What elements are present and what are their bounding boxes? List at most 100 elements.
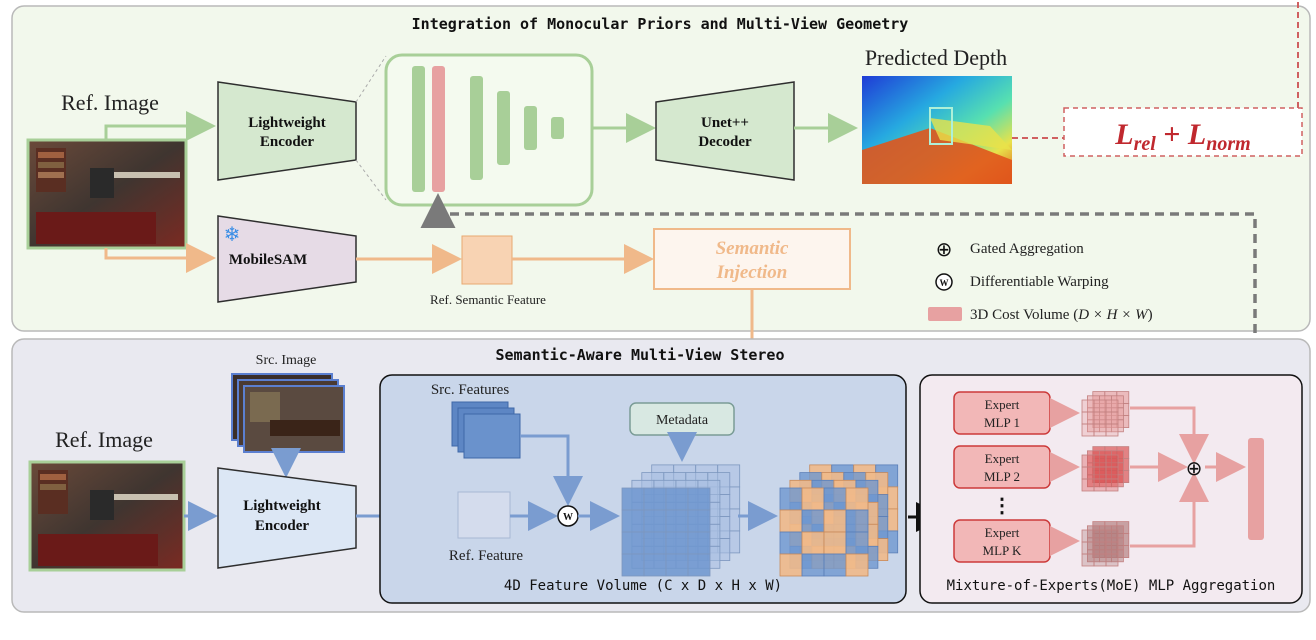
expert-mlp-1: Expert MLP 1 [953,391,1051,435]
ecube-1-cell [1081,411,1095,425]
ecube-1-cell [1111,419,1124,433]
expert-k-line-2: MLP K [983,543,1022,558]
semantic-volume-cell [823,487,847,511]
feature-volume-cell [687,531,711,555]
bottom-encoder-label-2: Encoder [255,518,310,534]
ecube-2-cell [1111,474,1124,488]
bottom-panel-title: Semantic-Aware Multi-View Stereo [496,346,785,364]
pink-arrow-cubek-to-agg [1130,472,1209,548]
legend-gated-label: Gated Aggregation [970,241,1084,257]
ecube-2-cell [1081,478,1095,492]
ecube-k-cell [1093,541,1107,555]
feature-volume-cell [643,531,667,555]
loss-l1: L [1114,118,1133,151]
decoder-label-2: Decoder [698,134,752,150]
semantic-injection-label-2: Injection [716,262,788,283]
bottom-ref-image [28,460,186,572]
loss-sub-rel: rel [1134,133,1157,155]
semantic-volume-cell [779,509,803,533]
ref-feature-label: Ref. Feature [449,548,523,564]
semantic-volume-cell [845,531,869,555]
semantic-volume-cell [801,509,825,533]
legend-cost-volume-math: D × H × W [1077,307,1149,323]
feature-volume-cell [665,553,689,577]
ecube-k-cell [1111,549,1124,563]
semantic-volume-cell [801,553,825,577]
top-ref-image [26,138,188,250]
metadata-label: Metadata [656,413,709,428]
legend: ⊕ Gated Aggregation W Differentiable War… [928,237,1153,323]
src-image-label: Src. Image [256,353,317,368]
predicted-depth-image [862,76,1012,184]
ecube-k-cell [1105,553,1119,567]
ecube-1-cell [1093,411,1107,425]
gated-aggregation-icon: ⊕ [1186,456,1203,480]
feature-volume-cell [621,509,645,533]
feature-volume-cell [621,553,645,577]
src-features-stack [451,401,521,459]
ecube-2-cell [1093,478,1107,492]
feature-volume-cell [643,487,667,511]
loss-expression: Lrel + Lnorm [1114,118,1250,155]
mobilesam-label: MobileSAM [229,252,307,268]
ref-semantic-feature-box [461,235,513,285]
cost-volume-output [1248,438,1264,540]
feature-volume-cell [665,509,689,533]
semantic-volume-cube [779,464,899,577]
semantic-volume-cell [845,553,869,577]
ecube-2-cell [1105,478,1119,492]
feature-volume-cell [643,553,667,577]
ecube-2-cell [1093,454,1107,468]
legend-cost-volume-swatch [928,307,962,321]
ecube-1-cell [1093,423,1107,437]
pyramid-bar-cost [432,66,445,192]
top-encoder-label-1: Lightweight [248,115,326,131]
feature-volume-cube [621,464,741,577]
legend-cost-volume-text: 3D Cost Volume ( [970,307,1078,323]
src-image-stack [231,373,345,453]
ecube-2-cell [1081,454,1095,468]
pyramid-bar-5 [551,117,564,139]
pink-arrow-cube1-to-agg [1130,406,1209,464]
loss-box [1063,107,1303,157]
semantic-injection-label-1: Semantic [716,238,789,259]
feature-volume-cell [665,487,689,511]
top-panel-title: Integration of Monocular Priors and Mult… [412,15,909,33]
expert-1-line-1: Expert [985,397,1020,412]
ecube-1-cell [1081,423,1095,437]
blue-arrow-src-to-warp [520,434,583,506]
zoom-line-bottom [355,159,387,201]
src-features-label: Src. Features [431,382,509,398]
experts-ellipsis: ⋮ [992,495,1012,517]
feature-volume-cell [687,487,711,511]
top-encoder-label-2: Encoder [260,134,315,150]
legend-cost-volume-label: 3D Cost Volume (D × H × W) [970,307,1153,323]
semantic-volume-cell [779,553,803,577]
ecube-k-cell [1081,541,1095,555]
legend-warp-symbol: W [940,278,949,288]
warp-symbol: W [563,512,573,523]
ecube-2-cell [1105,454,1119,468]
feature-volume-cell [687,509,711,533]
semantic-volume-cell [779,531,803,555]
ecube-1-cell [1081,399,1095,413]
ecube-2-cell [1081,466,1095,480]
mobilesam-shape [217,215,357,303]
legend-warp-icon [935,273,953,291]
expert-2-line-1: Expert [985,451,1020,466]
decoder-label-1: Unet++ [701,115,749,131]
ecube-k-cell [1093,553,1107,567]
snowflake-icon: ❄ [224,222,241,246]
cost-volume-feedback-arrow [420,193,1257,438]
feature-volume-cell [621,487,645,511]
expert-cube-k [1081,521,1130,567]
ecube-1-cell [1105,423,1119,437]
predicted-depth-label: Predicted Depth [865,45,1007,70]
feature-volume-cell [687,553,711,577]
legend-plus-icon: ⊕ [936,237,953,261]
pyramid-bar-4 [524,106,537,150]
expert-2-line-2: MLP 2 [984,469,1020,484]
ecube-k-cell [1081,529,1095,543]
decoder-shape [655,81,795,181]
